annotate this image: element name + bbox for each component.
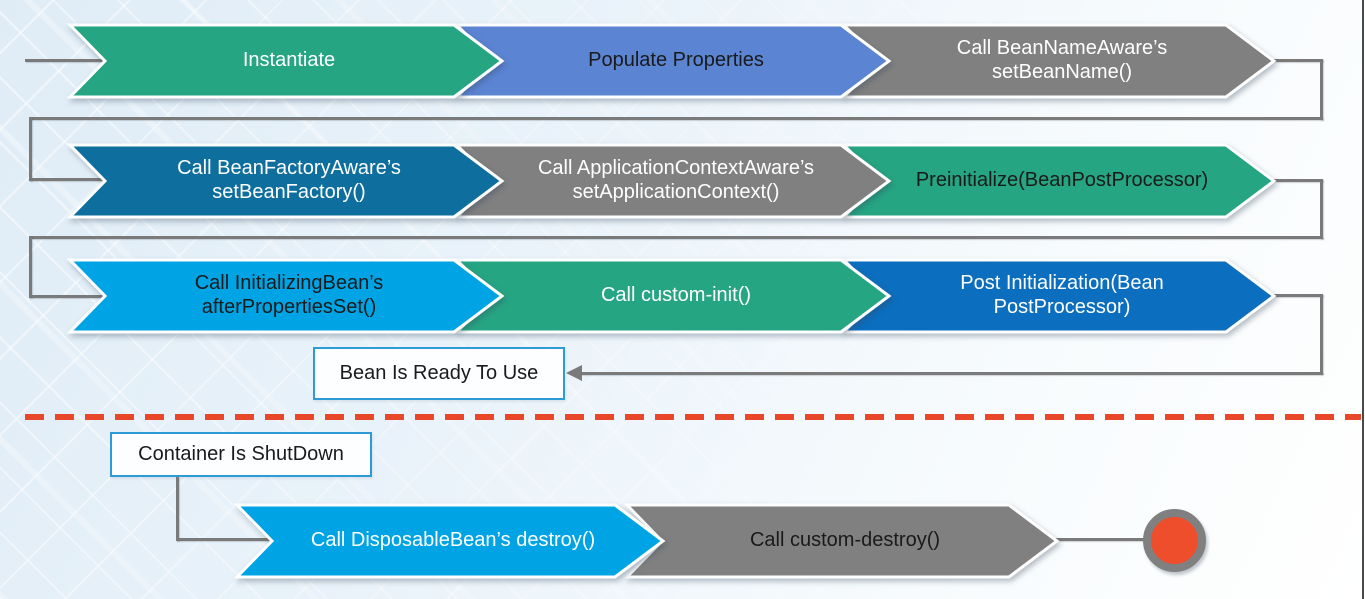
process-step-label: Preinitialize(BeanPostProcessor) bbox=[915, 169, 1209, 192]
process-step-arrow: Call custom-destroy() bbox=[623, 503, 1060, 579]
process-step-label: Call BeanNameAware’s setBeanName() bbox=[956, 37, 1168, 83]
process-step-label: Call custom-destroy() bbox=[749, 529, 941, 552]
connector-line bbox=[1270, 179, 1323, 182]
connector-line bbox=[176, 538, 274, 541]
process-step-arrow: Preinitialize(BeanPostProcessor) bbox=[840, 143, 1277, 219]
connector-line bbox=[1320, 294, 1323, 374]
connector-line bbox=[29, 178, 107, 181]
process-step-label: Call ApplicationContextAware’s setApplic… bbox=[537, 157, 815, 203]
connector-line bbox=[578, 372, 1323, 375]
process-step-label: Call DisposableBean’s destroy() bbox=[310, 529, 596, 552]
chevron-shape-icon bbox=[66, 258, 505, 334]
connector-line bbox=[29, 236, 32, 298]
connector-line bbox=[29, 117, 32, 181]
process-step-arrow: Populate Properties bbox=[453, 23, 892, 99]
connector-line bbox=[176, 477, 179, 541]
connector-line bbox=[25, 59, 107, 62]
process-step-arrow: Call BeanFactoryAware’s setBeanFactory() bbox=[66, 143, 505, 219]
lifecycle-divider-dashed-line bbox=[25, 414, 1361, 420]
bean-ready-box: Bean Is Ready To Use bbox=[313, 347, 565, 400]
process-step-label: Post Initialization(Bean PostProcessor) bbox=[960, 272, 1164, 318]
bean-ready-label: Bean Is Ready To Use bbox=[339, 362, 539, 384]
process-step-arrow: Call DisposableBean’s destroy() bbox=[233, 503, 666, 579]
connector-line bbox=[29, 117, 1323, 120]
right-edge-line bbox=[1362, 0, 1364, 599]
process-step-arrow: Instantiate bbox=[66, 23, 505, 99]
connector-line bbox=[1320, 179, 1323, 239]
connector-arrowhead-icon bbox=[566, 365, 582, 381]
process-step-arrow: Post Initialization(Bean PostProcessor) bbox=[840, 258, 1277, 334]
connector-line bbox=[29, 236, 1323, 239]
process-step-arrow: Call ApplicationContextAware’s setApplic… bbox=[453, 143, 892, 219]
container-shutdown-label: Container Is ShutDown bbox=[138, 443, 344, 465]
process-step-label: Call BeanFactoryAware’s setBeanFactory() bbox=[177, 157, 401, 203]
process-step-label: Populate Properties bbox=[588, 49, 764, 72]
chevron-shape-icon bbox=[66, 23, 505, 99]
chevron-shape-icon bbox=[233, 503, 666, 579]
connector-line bbox=[1270, 294, 1323, 297]
container-shutdown-box: Container Is ShutDown bbox=[110, 432, 372, 477]
process-step-label: Call InitializingBean’s afterPropertiesS… bbox=[194, 272, 384, 318]
connector-line bbox=[1320, 59, 1323, 120]
process-step-label: Call custom-init() bbox=[600, 284, 752, 307]
connector-line bbox=[1055, 538, 1145, 541]
process-step-arrow: Call BeanNameAware’s setBeanName() bbox=[840, 23, 1277, 99]
process-step-label: Instantiate bbox=[242, 49, 336, 72]
process-step-arrow: Call InitializingBean’s afterPropertiesS… bbox=[66, 258, 505, 334]
end-state-circle bbox=[1143, 509, 1206, 572]
connector-line bbox=[29, 295, 107, 298]
chevron-shape-icon bbox=[66, 143, 505, 219]
connector-line bbox=[1270, 59, 1323, 62]
process-step-arrow: Call custom-init() bbox=[453, 258, 892, 334]
